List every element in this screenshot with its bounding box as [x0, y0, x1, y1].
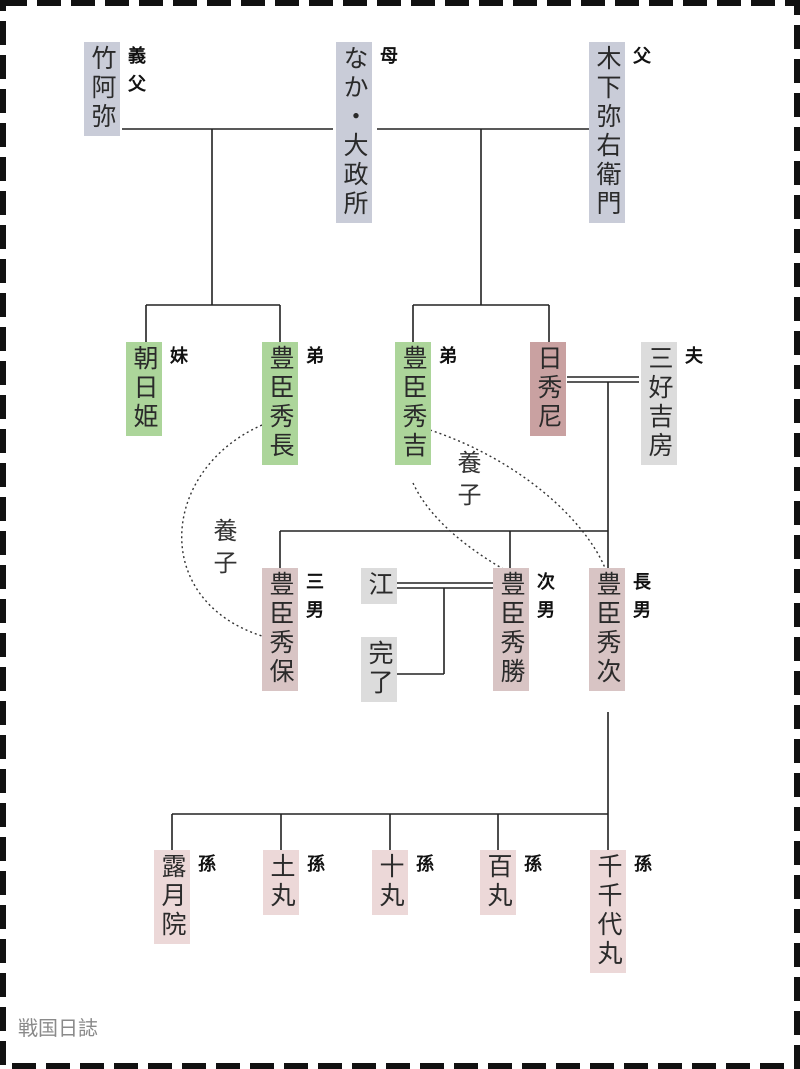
person-yoshifusa: 三好吉房 [641, 342, 677, 465]
lineage-lines [122, 128, 639, 850]
person-asahi: 朝日姫 [126, 342, 162, 436]
adoption-lines [181, 424, 606, 637]
role-hidekatsu: 次男 [534, 572, 555, 628]
role-hideyoshi: 弟 [436, 346, 457, 374]
person-hidenaga: 豊臣秀長 [262, 342, 298, 465]
role-tsuchimaru: 孫 [304, 854, 325, 882]
person-jumaru: 十丸 [372, 850, 408, 915]
role-takeami: 義父 [125, 46, 146, 102]
watermark: 戦国日誌 [18, 1016, 98, 1040]
person-takeami: 竹阿弥 [84, 42, 120, 136]
role-rogetsuin: 孫 [195, 854, 216, 882]
person-kanryo: 完了 [361, 637, 397, 702]
adoption-label-left: 養子 [209, 518, 237, 582]
person-hidekatsu: 豊臣秀勝 [493, 568, 529, 691]
role-hyakumaru: 孫 [521, 854, 542, 882]
role-hidetsugu: 長男 [630, 572, 651, 628]
person-nisshu: 日秀尼 [530, 342, 566, 436]
person-hideyasu: 豊臣秀保 [262, 568, 298, 691]
person-tsuchimaru: 土丸 [263, 850, 299, 915]
person-yaemon: 木下弥右衛門 [589, 42, 625, 223]
role-senchiyomaru: 孫 [631, 854, 652, 882]
person-hideyoshi: 豊臣秀吉 [395, 342, 431, 465]
person-go: 江 [361, 568, 397, 604]
role-yaemon: 父 [630, 46, 651, 74]
person-naka: なか・大政所 [336, 42, 372, 223]
role-hidenaga: 弟 [303, 346, 324, 374]
role-asahi: 妹 [167, 346, 188, 374]
person-senchiyomaru: 千千代丸 [590, 850, 626, 973]
role-hideyasu: 三男 [303, 572, 324, 628]
person-rogetsuin: 露月院 [154, 850, 190, 944]
person-hidetsugu: 豊臣秀次 [589, 568, 625, 691]
role-jumaru: 孫 [413, 854, 434, 882]
person-hyakumaru: 百丸 [480, 850, 516, 915]
role-naka: 母 [377, 46, 398, 74]
role-yoshifusa: 夫 [682, 346, 703, 374]
adoption-label-right: 養子 [453, 450, 481, 514]
